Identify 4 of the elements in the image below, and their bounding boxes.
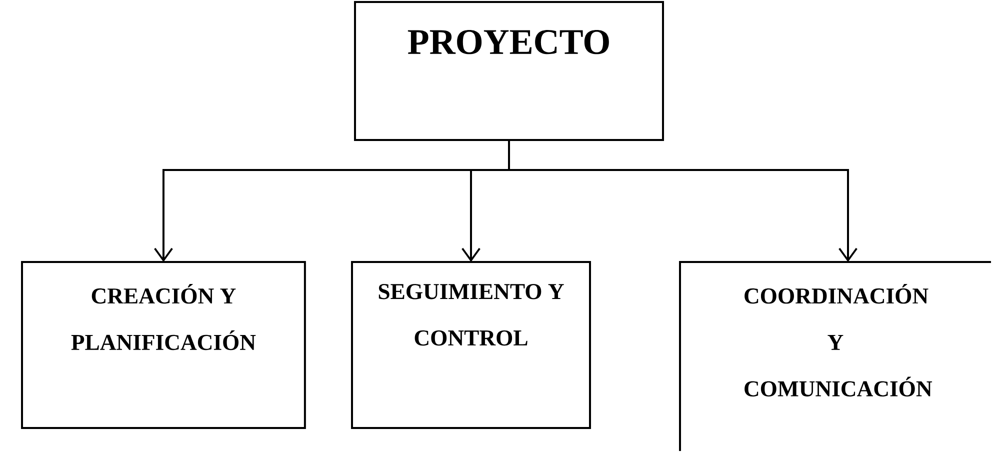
category-box: SEGUIMIENTO Y CONTROL (351, 261, 591, 429)
title-box: PROYECTO (354, 1, 664, 141)
category-box: CREACIÓN Y PLANIFICACIÓN (21, 261, 306, 429)
category-box: COORDINACIÓN Y COMUNICACIÓN (679, 261, 991, 451)
